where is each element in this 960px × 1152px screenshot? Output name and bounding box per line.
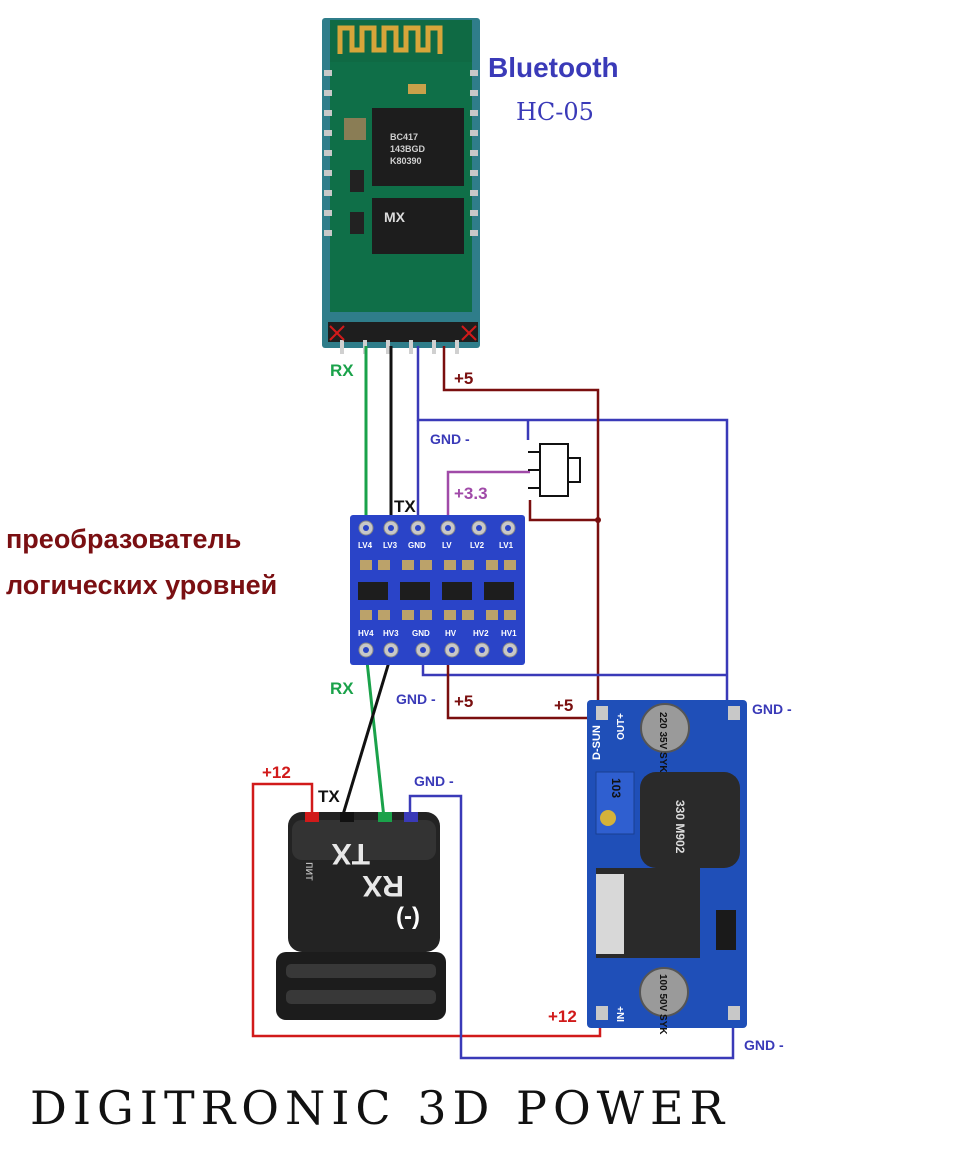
label-tx-top: TX [394,497,416,516]
chip-label-1: BC417 [390,132,418,142]
crystal [344,118,366,140]
pin-hv2: HV2 [473,629,489,638]
pin-lv3: LV3 [383,541,398,550]
connector-tx-label: TX [332,837,370,870]
bluetooth-title: Bluetooth [488,52,619,83]
capacitor-100uf [639,967,689,1017]
pin-hv3: HV3 [383,629,399,638]
inductor-label: 330 M902 [673,800,687,854]
label-plus12-bottom: +12 [548,1007,577,1026]
connector-rx-label: RX [362,869,404,902]
gnd-wire-top [416,346,729,708]
label-gnd-mid: GND - [396,691,436,707]
logic-level-converter: LV4 LV3 GND LV LV2 LV1 HV4 HV3 GND HV HV… [350,515,525,665]
pin-lv4: LV4 [358,541,373,550]
rx-wire-bottom [364,651,386,819]
flash-label: MX [384,209,406,225]
capacitor-100-label: 100 50V SYK [657,974,668,1035]
label-gnd-connector: GND - [414,773,454,789]
dcdc-converter: 220 35V SYK 100 50V SYK 330 M902 103 D-S… [587,700,747,1035]
connector-minus-label: (-) [396,903,420,930]
label-gnd-dcdc-out: GND - [752,701,792,717]
label-plus33: +3.3 [454,484,488,503]
gnd-wire-bottom [408,794,735,1060]
inductor [640,772,740,868]
label-tx-connector: TX [318,787,340,806]
converter-caption-line1: преобразователь [6,524,241,554]
car-connector: TX RX (-) пит [276,812,446,1020]
pin-hv1: HV1 [501,629,517,638]
trimmer-potentiometer [595,771,635,835]
bc417-chip [372,108,464,186]
plus33-wire [446,470,530,528]
plus5-wire [442,346,600,710]
label-rx-top: RX [330,361,354,380]
pin-lv1: LV1 [499,541,514,550]
label-gnd-bottom: GND - [744,1037,784,1053]
converter-caption-line2: логических уровней [6,570,277,600]
trimmer-label: 103 [609,778,623,798]
flash-chip [372,198,464,254]
tx-wire-bottom [340,651,394,819]
pin-gnd-top: GND [408,541,426,550]
footer-title: DIGITRONIC 3D POWER [30,1081,730,1135]
bluetooth-model: HC-05 [516,98,594,126]
pin-gnd-bottom: GND [412,629,430,638]
plus12-wire [251,782,602,1038]
voltage-regulator [528,443,581,497]
unused-pin-x-icon [329,325,477,341]
label-plus5-dcdc: +5 [554,696,573,715]
capacitor-220uf [640,703,690,753]
label-rx-mid: RX [330,679,354,698]
chip-label-2: 143BGD [390,144,426,154]
pin-hv4: HV4 [358,629,374,638]
label-plus5-top: +5 [454,369,473,388]
capacitor-220-label: 220 35V SYK [657,712,668,773]
dcdc-in-plus: IN+ [616,1006,627,1022]
connector-side-text: пит [303,862,317,881]
label-plus12-top: +12 [262,763,291,782]
bluetooth-module: BC417 143BGD K80390 MX [322,18,480,354]
dcdc-brand: D-SUN [591,725,603,760]
chip-label-3: K80390 [390,156,422,166]
label-gnd-top: GND - [430,431,470,447]
pin-lv2: LV2 [470,541,485,550]
label-plus5-mid: +5 [454,692,473,711]
pin-hv: HV [445,629,457,638]
pin-lv: LV [442,541,452,550]
dcdc-out-plus: OUT+ [616,713,627,740]
